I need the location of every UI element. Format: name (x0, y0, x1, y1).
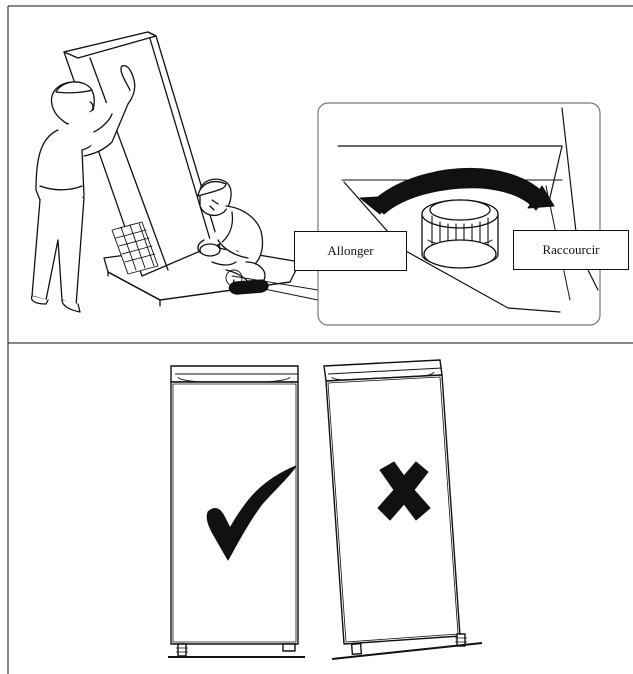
level-refrigerator (168, 366, 305, 657)
lengthen-label: Allonger (294, 231, 407, 271)
tilted-refrigerator-incorrect (324, 360, 482, 659)
foot-detail-inset (318, 103, 600, 325)
levelling-foot-icon (422, 200, 498, 268)
shoe (229, 280, 268, 294)
shorten-label: Raccourcir (513, 230, 629, 270)
installation-scene (32, 32, 318, 312)
